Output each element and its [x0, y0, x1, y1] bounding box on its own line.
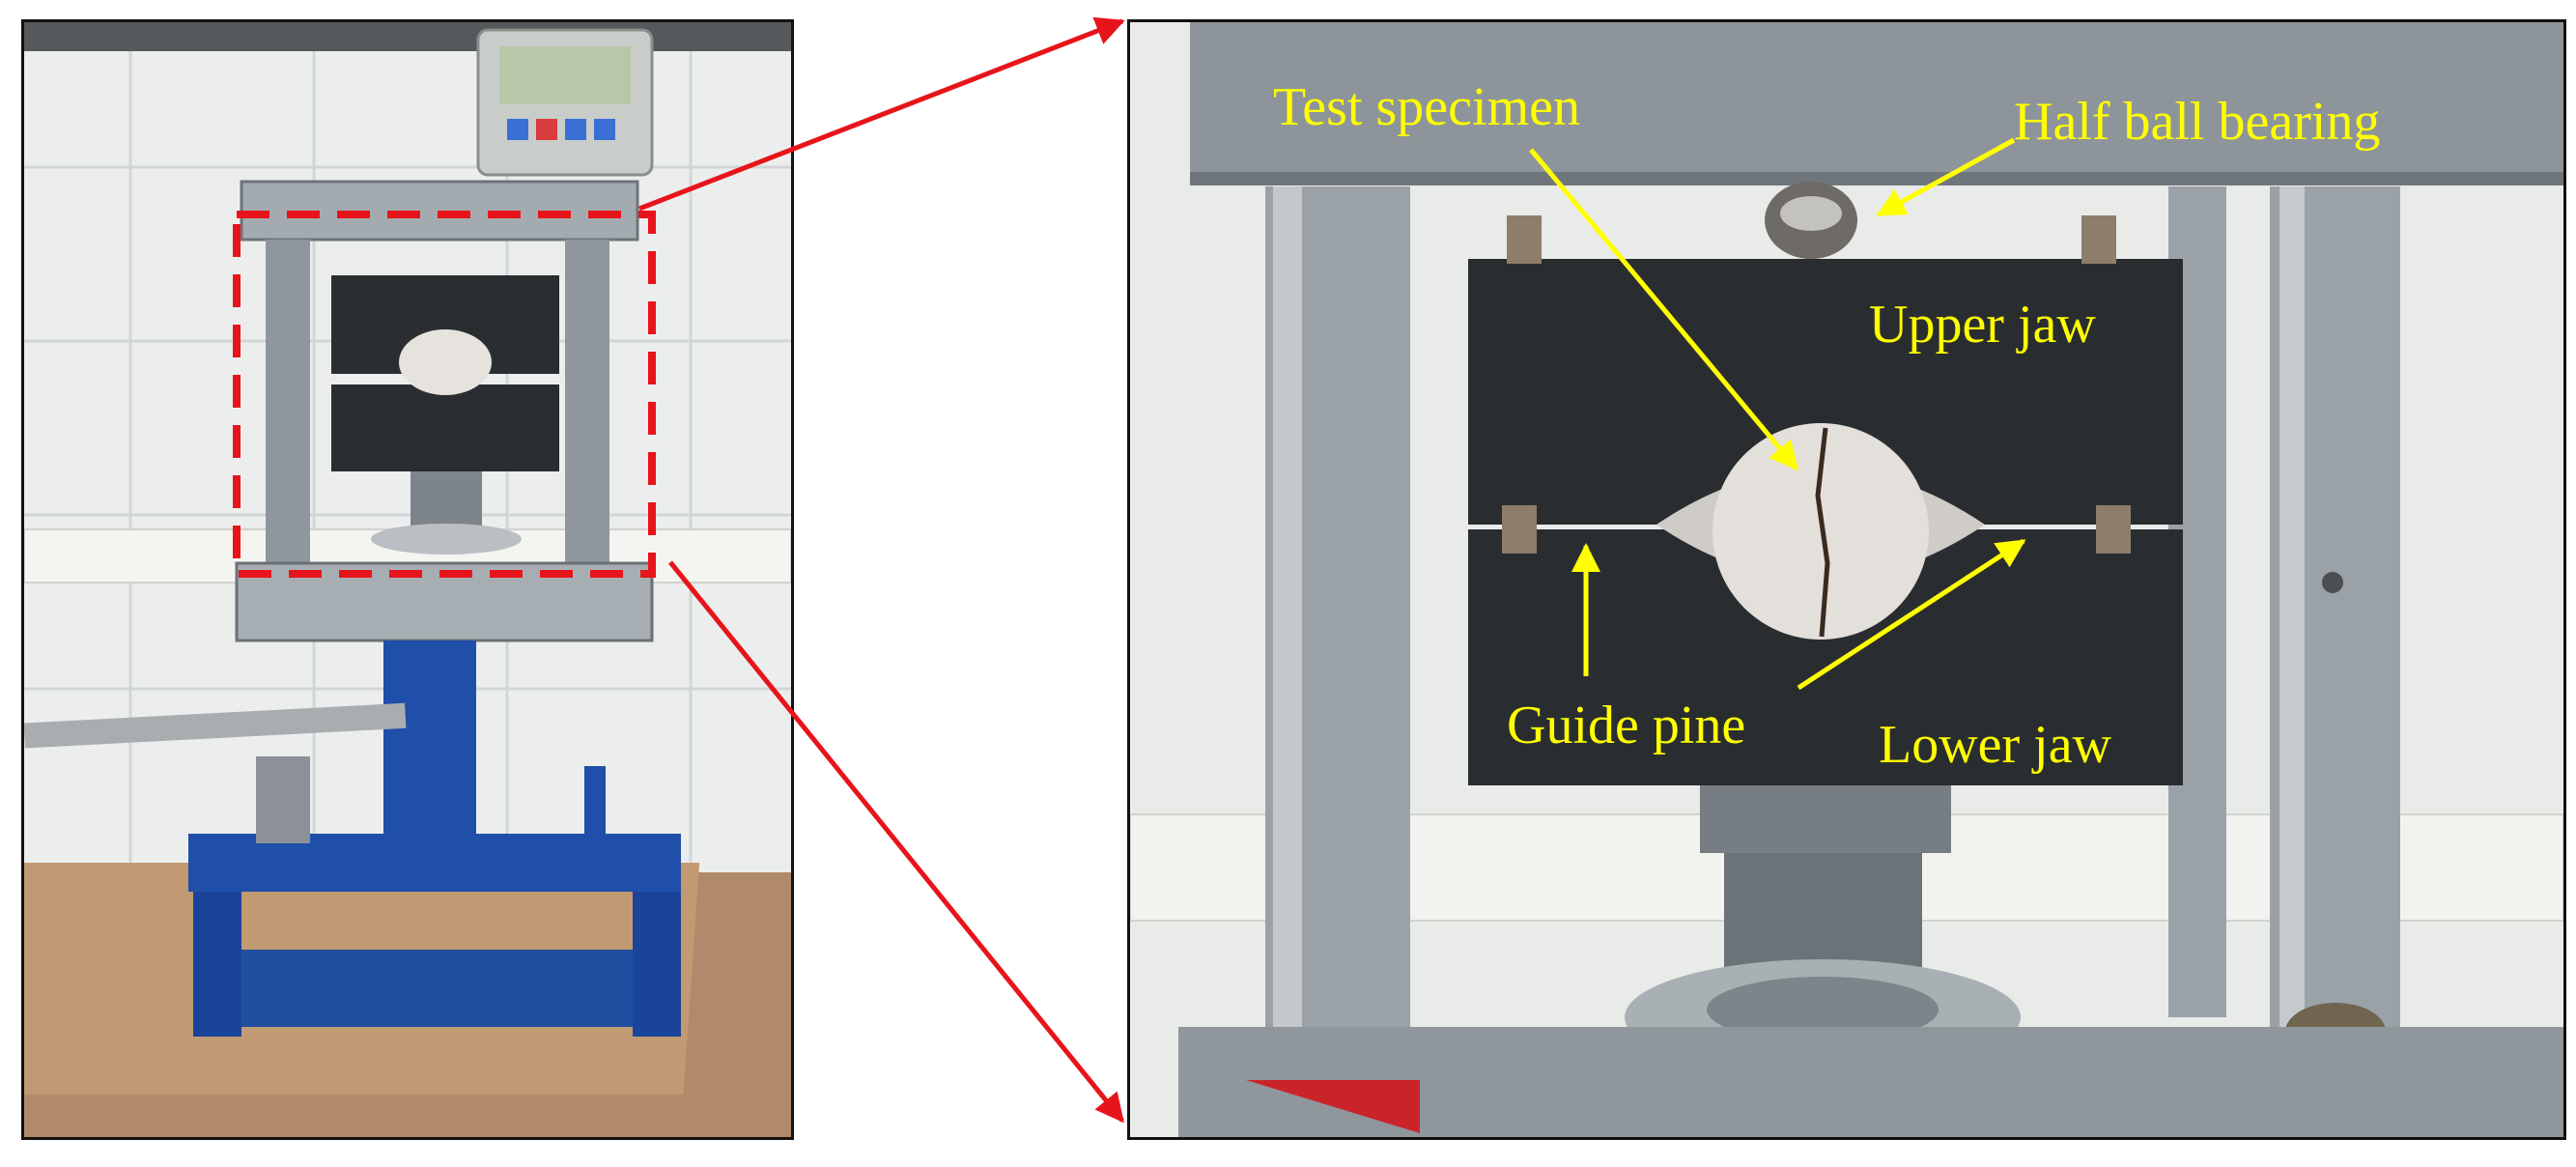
- detail-illustration: [1130, 22, 2563, 1137]
- apparatus-photo-panel: [21, 19, 794, 1140]
- apparatus-illustration: [24, 22, 791, 1137]
- label-half-ball-bearing: Half ball bearing: [2014, 92, 2381, 152]
- label-upper-jaw: Upper jaw: [1869, 295, 2096, 355]
- detail-photo-panel: Test specimen Half ball bearing Upper ja…: [1127, 19, 2566, 1140]
- label-test-specimen: Test specimen: [1273, 77, 1580, 137]
- label-lower-jaw: Lower jaw: [1879, 715, 2112, 775]
- label-guide-pine: Guide pine: [1507, 696, 1746, 755]
